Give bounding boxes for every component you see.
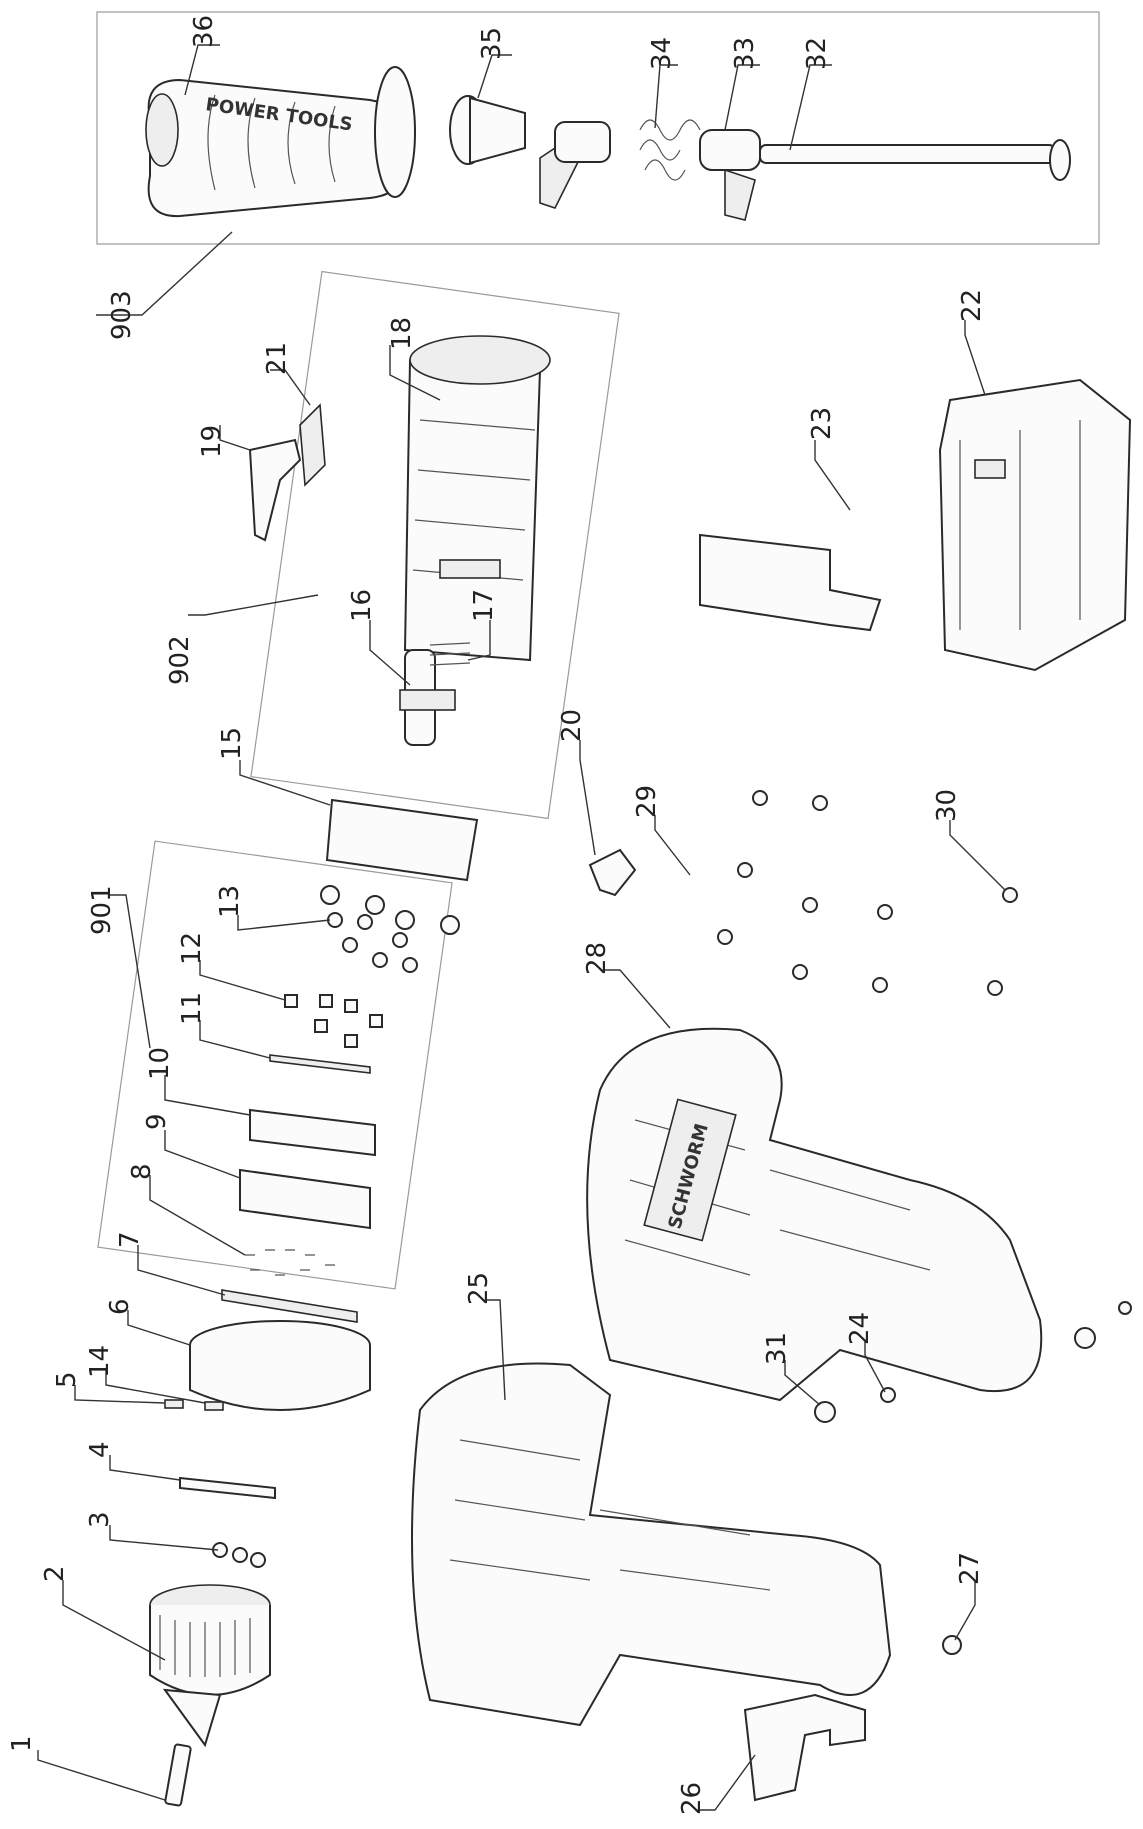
- part-26-clip: [743, 1693, 866, 1802]
- label-35: 35: [477, 27, 507, 60]
- part-32-handle-rod: [759, 139, 1071, 181]
- label-2: 2: [40, 1565, 70, 1582]
- part-3-screws: [212, 1542, 266, 1568]
- label-17: 17: [469, 589, 499, 622]
- part-labels: 36 35 34 33 32 903 18 21 19 22 23 902 16…: [7, 15, 987, 1815]
- label-25: 25: [464, 1272, 494, 1305]
- label-1: 1: [7, 1735, 37, 1752]
- label-28: 28: [582, 942, 612, 975]
- label-34: 34: [647, 37, 677, 70]
- label-27: 27: [955, 1552, 985, 1585]
- label-14: 14: [85, 1345, 115, 1378]
- part-27-screw: [942, 1635, 962, 1655]
- part-10-plate: [249, 1108, 376, 1157]
- label-32: 32: [802, 37, 832, 70]
- label-31: 31: [762, 1332, 792, 1365]
- label-8: 8: [127, 1163, 157, 1180]
- part-11-pin-strip: [269, 1054, 371, 1074]
- part-19-switch-lever: [248, 438, 302, 542]
- label-13: 13: [215, 885, 245, 918]
- part-28-right-housing: SCHWORM: [586, 1027, 1043, 1402]
- label-11: 11: [177, 992, 207, 1025]
- label-22: 22: [957, 289, 987, 322]
- label-7: 7: [115, 1231, 145, 1248]
- leader-lines: [37, 44, 1006, 1811]
- label-33: 33: [730, 37, 760, 70]
- label-18: 18: [387, 317, 417, 350]
- part-16-clutch-shaft: [399, 649, 456, 746]
- part-23-battery-plate: [699, 533, 882, 632]
- part-20-switch: [588, 848, 637, 897]
- part-17-pins: [429, 642, 471, 666]
- group-903-box: [96, 11, 1100, 245]
- group-902-box: [250, 270, 620, 820]
- label-23: 23: [807, 407, 837, 440]
- part-1-chuck-screw: [164, 1743, 192, 1807]
- part-25-left-housing: [411, 1362, 892, 1727]
- label-29: 29: [632, 785, 662, 818]
- label-3: 3: [85, 1511, 115, 1528]
- part-12-squares: [284, 994, 383, 1048]
- part-36-side-handle-grip: POWER TOOLS: [145, 66, 416, 218]
- label-20: 20: [557, 709, 587, 742]
- part-4-plate: [179, 1476, 276, 1500]
- part-7-rail: [221, 1289, 358, 1323]
- part-24-part-31-nuts: [814, 1301, 1132, 1423]
- screws-15: [320, 885, 460, 935]
- label-15: 15: [217, 727, 247, 760]
- label-10: 10: [145, 1047, 175, 1080]
- part-29-part-30-screws: [717, 790, 1018, 996]
- part-5-part-14-pins: [164, 1399, 224, 1411]
- label-26: 26: [677, 1782, 707, 1815]
- group-901-box: [97, 840, 453, 1290]
- part-15-gear-housing: [325, 798, 479, 882]
- label-16: 16: [347, 589, 377, 622]
- label-901: 901: [87, 885, 117, 935]
- label-19: 19: [197, 425, 227, 458]
- part-21-spring-clip: [299, 403, 326, 487]
- label-902: 902: [165, 635, 195, 685]
- part-6-collar-ring: [189, 1320, 371, 1411]
- part-18-gearbox-motor: [403, 335, 551, 662]
- part-22-battery-pack: [938, 378, 1132, 672]
- part-9-block: [239, 1168, 371, 1230]
- label-30: 30: [932, 789, 962, 822]
- label-6: 6: [105, 1298, 135, 1315]
- part-2-chuck: [149, 1584, 271, 1748]
- label-4: 4: [85, 1441, 115, 1458]
- part-33-clamp-bracket: [699, 129, 761, 221]
- part-8-springs: [245, 1249, 335, 1276]
- label-21: 21: [262, 342, 292, 375]
- label-12: 12: [177, 932, 207, 965]
- label-36: 36: [189, 15, 219, 48]
- label-903: 903: [107, 290, 137, 340]
- label-5: 5: [52, 1371, 82, 1388]
- label-9: 9: [142, 1113, 172, 1130]
- part-34-spring: [639, 119, 701, 181]
- part-35-clamp-collar: [449, 95, 611, 209]
- label-24: 24: [845, 1312, 875, 1345]
